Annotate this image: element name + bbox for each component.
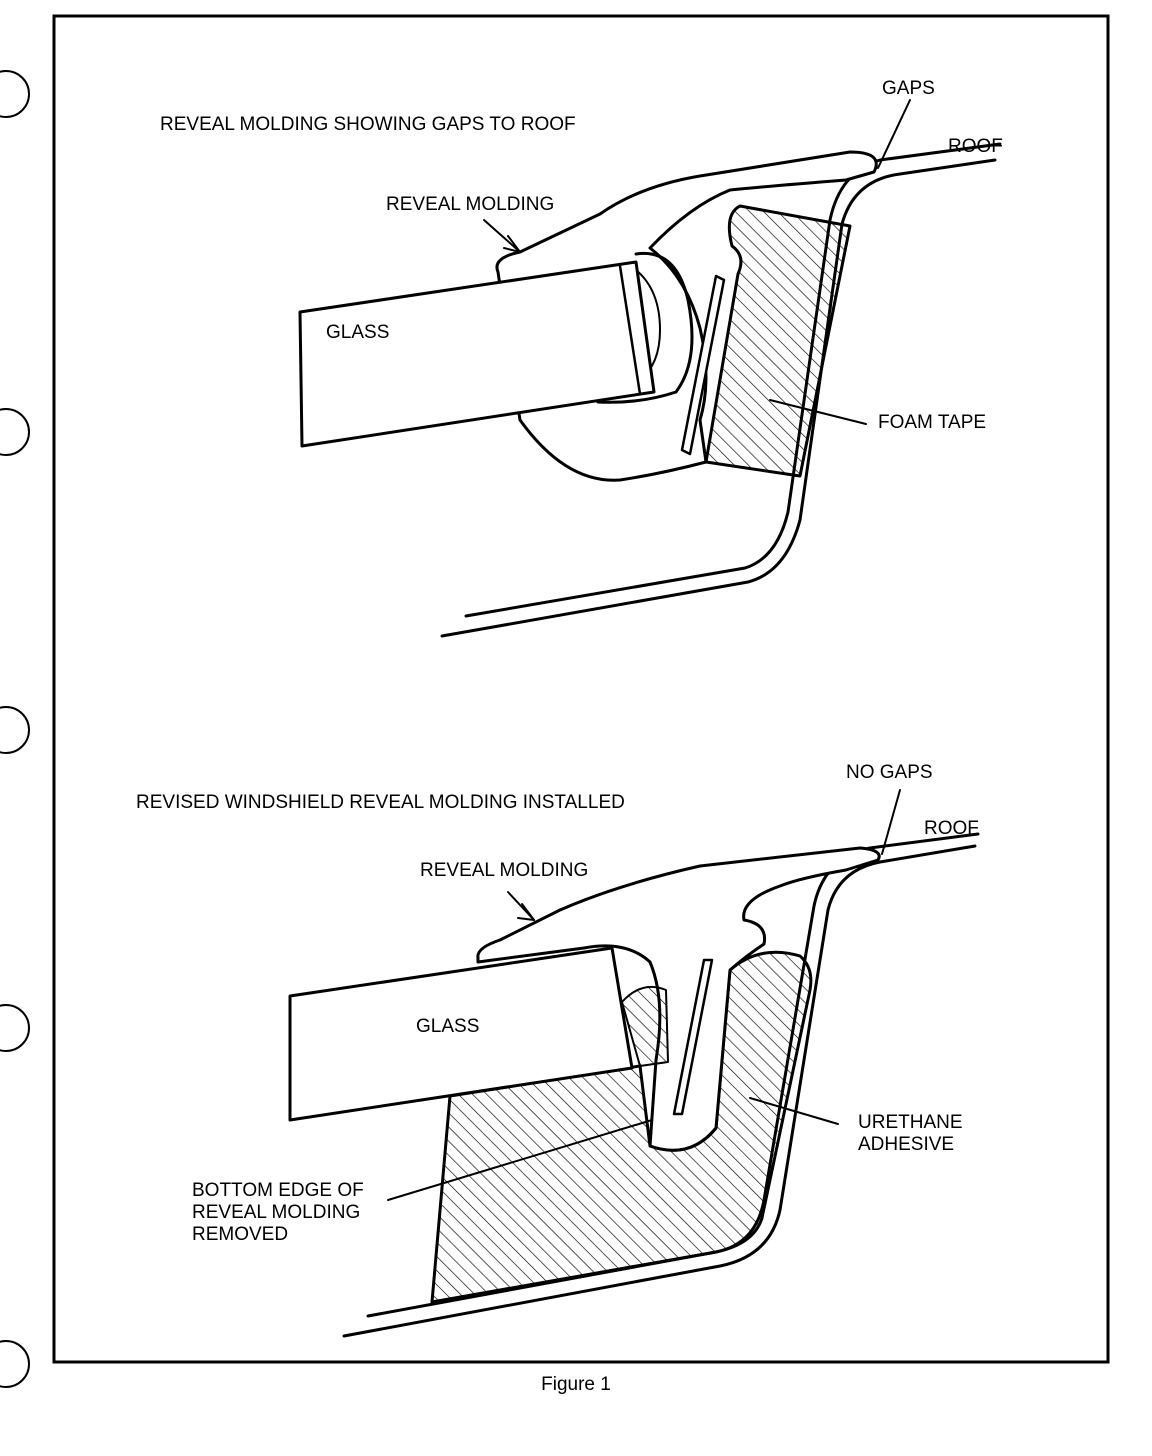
top-roof-label: ROOF — [948, 136, 1003, 157]
bottom-roof-outer — [342, 844, 977, 1338]
top-gaps-label: GAPS — [882, 78, 935, 99]
bottom-urethane-channel — [621, 986, 669, 1067]
top-diagram — [298, 99, 1002, 638]
bottom-no-gaps-label: NO GAPS — [846, 762, 933, 783]
top-molding-leader — [483, 219, 521, 253]
top-foam-tape — [704, 204, 852, 478]
bottom-edge-leader — [387, 1119, 653, 1201]
top-glass — [298, 260, 656, 448]
bottom-title: REVISED WINDSHIELD REVEAL MOLDING INSTAL… — [136, 792, 625, 813]
bottom-roof-label: ROOF — [924, 818, 979, 839]
figure-frame — [52, 14, 1110, 1364]
bottom-glass — [288, 946, 634, 1122]
top-reveal-molding-label: REVEAL MOLDING — [386, 194, 555, 215]
bottom-molding-arrow — [517, 903, 535, 921]
top-gaps-leader — [877, 99, 911, 169]
top-foam-leader — [769, 399, 867, 425]
top-title: REVEAL MOLDING SHOWING GAPS TO ROOF — [160, 114, 576, 135]
top-glass-label: GLASS — [326, 322, 390, 343]
bottom-urethane-leader — [749, 1097, 839, 1125]
bottom-nogaps-leader — [881, 789, 901, 855]
bottom-diagram — [288, 789, 980, 1338]
bottom-reveal-molding-label: REVEAL MOLDING — [420, 860, 589, 881]
top-molding-lip — [596, 251, 694, 404]
top-glass-edge — [618, 264, 642, 396]
top-foam-tape-label: FOAM TAPE — [878, 412, 987, 433]
bottom-glass-label: GLASS — [416, 1016, 480, 1037]
bottom-clip — [672, 958, 714, 1116]
top-molding-arrow — [503, 235, 521, 253]
bottom-urethane-label: URETHANE ADHESIVE — [858, 1112, 963, 1155]
figure-caption: Figure 1 — [541, 1374, 611, 1395]
top-clip — [680, 274, 726, 456]
bottom-edge-label: BOTTOM EDGE OF REVEAL MOLDING REMOVED — [192, 1180, 364, 1245]
